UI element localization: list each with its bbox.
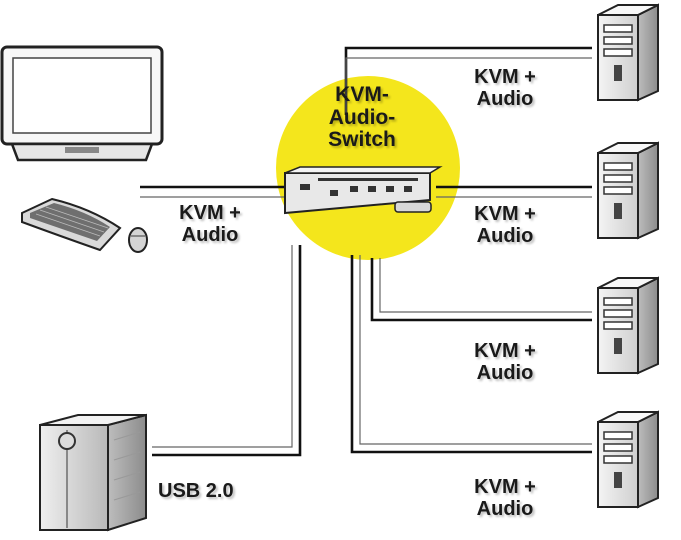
pc-link-label-3: KVM + Audio (474, 340, 536, 385)
usb-link-label: USB 2.0 (158, 480, 234, 502)
pc-tower-icon-4 (597, 410, 659, 509)
switch-title-line-1: KVM- (335, 83, 389, 106)
pc-tower-icon-1 (597, 3, 659, 102)
line-to-usb-drive (152, 245, 302, 457)
usb-drive-icon (39, 413, 147, 532)
mouse-icon (128, 227, 148, 253)
pc-link-label-1: KVM + Audio (474, 66, 536, 111)
line-to-pc-4 (350, 255, 592, 454)
console-link-label: KVM + Audio (179, 202, 241, 247)
connection-lines (140, 46, 592, 457)
pc-link-label-2: KVM + Audio (474, 203, 536, 248)
pc-tower-icon-3 (597, 276, 659, 375)
switch-title-line-2: Audio- (328, 105, 396, 129)
switch-title: KVM- Audio- Switch (292, 83, 432, 152)
kvm-switch-device-icon (284, 166, 443, 215)
pc-link-label-4: KVM + Audio (474, 476, 536, 521)
switch-title-line-3: Switch (328, 128, 396, 152)
keyboard-icon (21, 197, 122, 252)
monitor-icon (0, 45, 164, 162)
pc-tower-icon-2 (597, 141, 659, 240)
line-to-pc-3 (370, 258, 592, 322)
